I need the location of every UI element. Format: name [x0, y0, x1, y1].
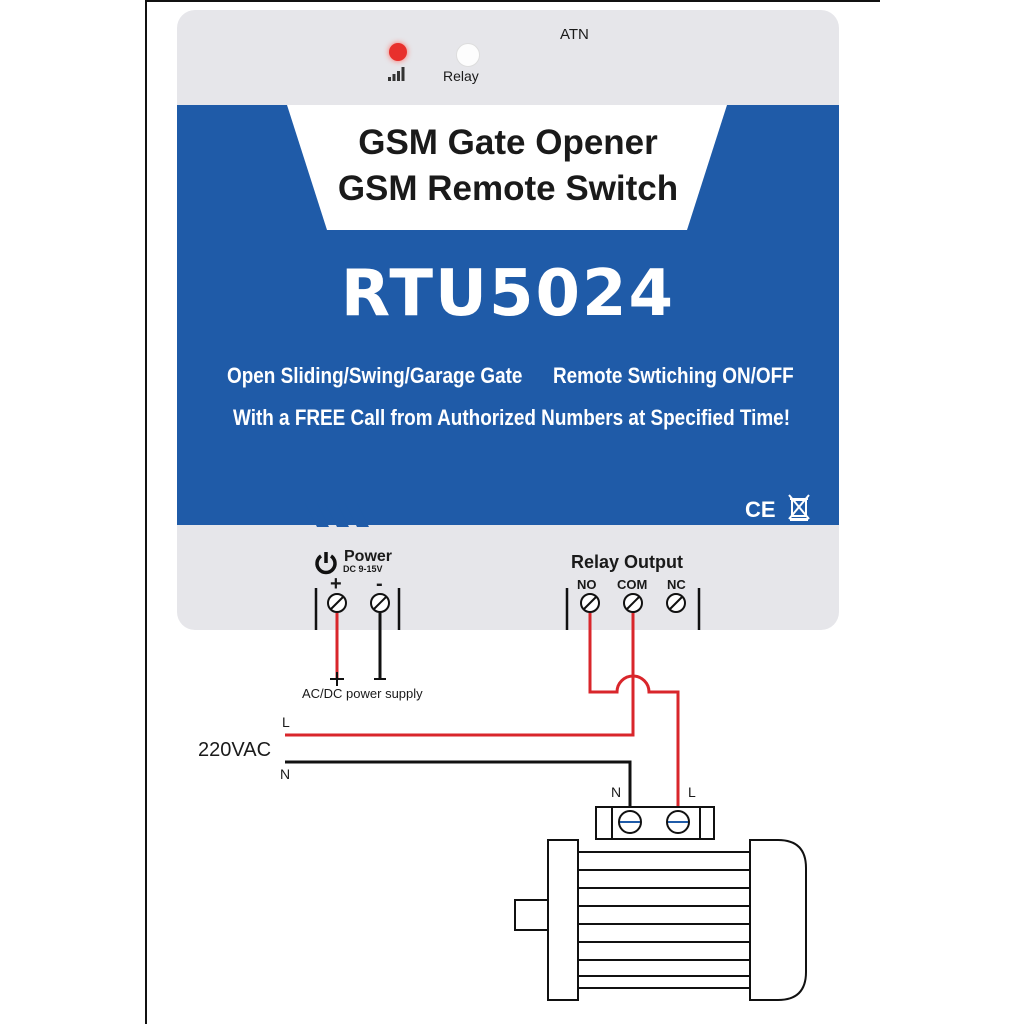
motor-icon [514, 839, 807, 1001]
motor-neutral-label: N [611, 784, 622, 800]
mains-neutral-label: N [280, 766, 291, 782]
motor-terminal-box [595, 806, 715, 840]
screw-relay-no [580, 593, 600, 613]
power-supply-label: AC/DC power supply [302, 686, 423, 701]
relay-com-wire [285, 613, 635, 737]
ce-mark: CE [745, 497, 776, 522]
antenna-label: ATN [560, 26, 589, 43]
power-icon [314, 551, 338, 580]
screw-relay-nc [666, 593, 686, 613]
relay-output-label: Relay Output [571, 552, 684, 572]
power-label: Power [344, 548, 393, 565]
mains-live-label: L [282, 714, 290, 730]
title-line-2: GSM Remote Switch [337, 169, 679, 208]
device-housing: Relay ATN GSM Gate Opener GSM Remote Swi… [177, 10, 839, 630]
relay-led-label: Relay [443, 68, 479, 84]
terminal-label-com: COM [617, 577, 648, 592]
model-number: RTU5024 [340, 257, 676, 331]
relay-led [456, 43, 480, 67]
terminal-label-no: NO [577, 577, 597, 592]
frame-top-line [145, 0, 880, 2]
status-led [389, 43, 407, 61]
screw-power-minus [370, 593, 390, 613]
power-plus-mark: + [330, 573, 342, 595]
screw-power-plus [327, 593, 347, 613]
description-line-1-right: Remote Swtiching ON/OFF [553, 363, 794, 388]
power-minus-mark: - [376, 573, 383, 595]
neutral-wire [285, 760, 632, 815]
description-line-1-left: Open Sliding/Swing/Garage Gate [227, 363, 523, 388]
relay-terminal-block [565, 588, 701, 630]
screw-relay-com [623, 593, 643, 613]
signal-icon [387, 67, 405, 81]
decor-stripes [297, 503, 377, 532]
power-terminal-block [314, 588, 401, 630]
motor-live-label: L [688, 784, 696, 800]
title-line-1: GSM Gate Opener [358, 123, 658, 162]
weee-bin-icon [787, 493, 811, 526]
label-band: GSM Gate Opener GSM Remote Switch RTU502… [177, 105, 839, 525]
title-banner [287, 105, 727, 230]
frame-left-line [145, 0, 147, 1024]
description-line-2: With a FREE Call from Authorized Numbers… [233, 405, 790, 430]
power-rating: DC 9-15V [343, 564, 383, 574]
mains-voltage-label: 220VAC [198, 739, 272, 761]
terminal-label-nc: NC [667, 577, 686, 592]
